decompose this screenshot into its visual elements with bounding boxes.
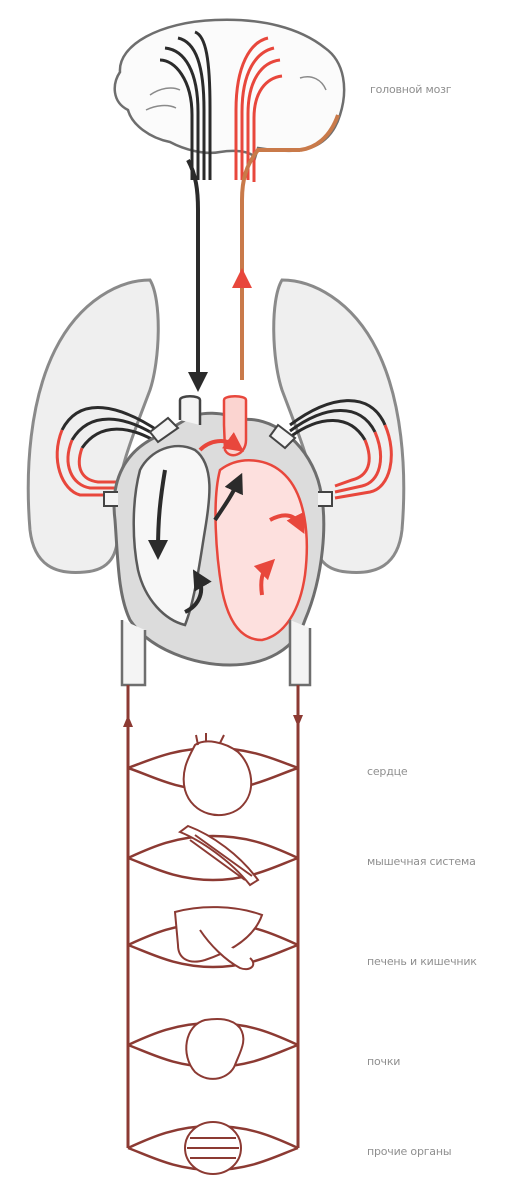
kidney-organ-icon	[186, 1019, 243, 1079]
label-brain: головной мозг	[370, 83, 451, 96]
label-liver: печень и кишечник	[367, 955, 477, 968]
heart-organ-icon	[184, 733, 252, 815]
muscle-organ-icon	[180, 826, 258, 885]
brain-illustration	[115, 20, 344, 182]
other-organ-icon	[185, 1122, 241, 1174]
label-heart: сердце	[367, 765, 407, 778]
label-other-organs: прочие органы	[367, 1145, 451, 1158]
liver-organ-icon	[175, 907, 262, 969]
label-kidneys: почки	[367, 1055, 400, 1068]
label-muscle: мышечная система	[367, 855, 476, 868]
